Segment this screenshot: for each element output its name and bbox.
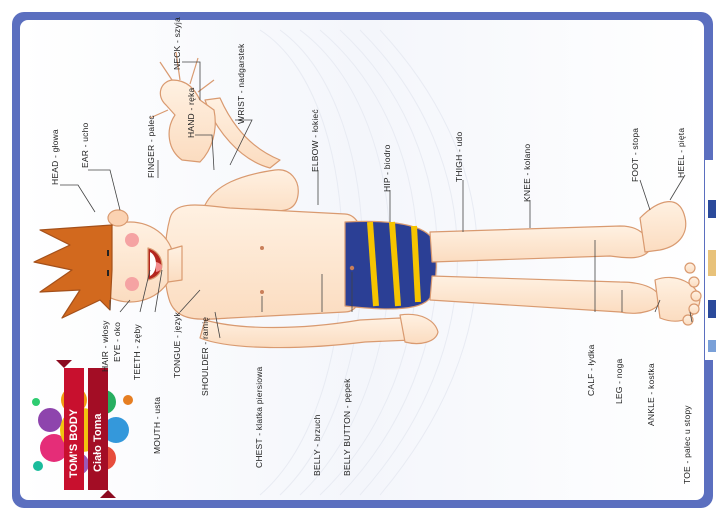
label-finger: FINGER - palec	[146, 115, 156, 178]
label-belly-button: BELLY BUTTON - pępek	[342, 378, 352, 476]
label-mouth: MOUTH - usta	[152, 397, 162, 454]
label-elbow: ELBOW - łokieć	[310, 109, 320, 172]
side-logos	[705, 160, 719, 360]
label-heel: HEEL - pięta	[676, 128, 686, 178]
label-knee: KNEE - kolano	[522, 144, 532, 202]
label-hand: HAND - ręka	[186, 88, 196, 138]
title-line-2: Ciało Toma	[92, 414, 104, 472]
label-ankle: ANKLE - kostka	[646, 363, 656, 426]
label-wrist: WRIST - nadgarstek	[236, 44, 246, 124]
title-line-1: TOM'S BODY	[68, 409, 80, 478]
label-hip: HIP - biodro	[382, 144, 392, 192]
label-chest: CHEST - klatka piersiowa	[254, 367, 264, 468]
label-teeth: TEETH - zęby	[132, 324, 142, 380]
label-neck: NECK - szyja	[172, 17, 182, 70]
label-foot: FOOT - stopa	[630, 128, 640, 182]
label-head: HEAD - głowa	[50, 129, 60, 185]
label-belly: BELLY - brzuch	[312, 414, 322, 476]
label-hair: HAIR - włosy	[100, 320, 110, 372]
label-toe: TOE - palec u stopy	[682, 405, 692, 484]
label-thigh: THIGH - udo	[454, 132, 464, 182]
label-ear: EAR - ucho	[80, 123, 90, 168]
label-calf: CALF - łydka	[586, 344, 596, 396]
label-eye: EYE - oko	[112, 322, 122, 362]
label-shoulder: SHOULDER - ramię	[200, 317, 210, 396]
label-leg: LEG - noga	[614, 359, 624, 404]
label-tongue: TONGUE - język	[172, 312, 182, 378]
